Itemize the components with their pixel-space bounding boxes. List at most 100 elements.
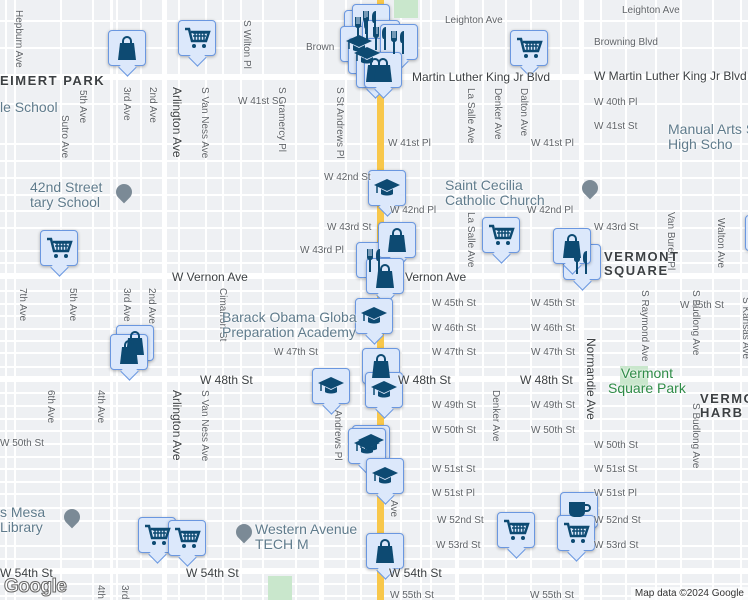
road [579,0,584,600]
cart-icon [517,37,543,58]
street-label: W 51st Pl [594,488,637,499]
bag-icon [376,539,394,563]
street-label: La Salle Ave [465,88,476,144]
street-label: W 49th St [432,400,476,411]
street-label: W 42nd St [324,172,371,183]
library-pin-icon[interactable] [60,505,84,529]
marker-school[interactable] [368,170,406,206]
marker-school[interactable] [348,428,386,464]
cart-icon [47,237,73,258]
street-label: W 43rd St [327,222,372,233]
marker-bag[interactable] [366,533,404,569]
street-label: W 54th St [389,566,442,580]
cart-icon [185,27,211,48]
road [455,0,458,600]
street-label: W 42nd Pl [527,205,574,216]
park-label: Vermont Square Park [608,365,686,396]
bag-icon [388,228,406,252]
road [530,0,532,600]
marker-cart[interactable] [138,517,176,553]
street-label: 3rd [119,585,130,600]
marker-bag[interactable] [378,222,416,258]
street-label: W Martin Luther King Jr Blvd [594,69,747,83]
coffee-icon [569,502,591,517]
street-label: W 55th St [390,590,434,600]
marker-cart[interactable] [557,515,595,551]
street-label: W 48th St [520,373,573,387]
street-label: W 40th Pl [594,97,638,108]
road [262,0,264,600]
road [0,507,748,509]
road [319,0,323,600]
street-label: W 43rd Pl [300,245,344,256]
street-label: 4th Ave [95,585,106,600]
marker-school[interactable] [366,458,404,494]
marker-bag[interactable] [553,228,591,264]
marker-cart[interactable] [497,512,535,548]
marker-cart[interactable] [168,520,206,556]
road [222,0,224,600]
street-label: Andrews Pl [332,410,343,461]
marker-cart[interactable] [482,217,520,253]
road [420,0,422,600]
restaurant-icon [366,249,380,272]
bag-icon [372,354,390,378]
marker-cart[interactable] [40,230,78,266]
road [140,0,142,600]
road [0,520,748,522]
road [712,0,714,600]
school-icon [371,381,397,398]
marker-cart[interactable] [745,215,748,251]
marker-school[interactable] [365,372,403,408]
marker-school[interactable] [355,298,393,334]
street-label: W 52nd St [594,515,641,526]
school-pin-icon[interactable] [232,520,256,544]
street-label: Martin Luther King Jr Blvd [412,70,551,84]
marker-bag[interactable] [364,52,402,88]
street-label: W 51st St [432,464,476,475]
cart-icon [504,519,530,540]
road [0,227,748,229]
marker-bag[interactable] [108,30,146,66]
bag-icon [563,234,581,258]
street-label: 3rd Ave [121,288,132,322]
school-icon [372,467,398,484]
bag-icon [376,264,394,288]
marker-school[interactable] [312,368,350,404]
marker-cart[interactable] [178,20,216,56]
street-label: W 48th St [398,373,451,387]
street-label: W 50th St [594,440,638,451]
street-label: S Gramercy Pl [276,87,287,153]
street-label: S Wilton Pl [241,20,252,69]
cart-icon [564,522,590,543]
road [0,103,748,105]
marker-bag[interactable] [362,348,400,384]
street-label: W 50th St [432,425,476,436]
street-label: W 53rd St [594,540,639,551]
street-label: 2nd Ave [146,288,157,324]
marker-bag[interactable] [110,334,148,370]
marker-restaurant[interactable] [380,24,418,60]
street-label: S Budlong Ave [690,290,701,356]
road [0,493,748,495]
school-icon [354,437,380,454]
marker-coffee[interactable] [560,492,598,528]
street-label: W 49th St [531,400,575,411]
restaurant-icon [390,31,404,54]
street-label: W 45th St [432,298,476,309]
street-label: W 42nd Pl [390,205,437,216]
street-label: S St Andrews Pl [334,87,345,159]
street-label: W 50th St [531,425,575,436]
map-attribution[interactable]: Map data ©2024 Google [630,587,748,600]
street-label: W 43rd St [594,222,639,233]
street-label: W 47th St [274,347,318,358]
marker-cart[interactable] [510,30,548,66]
road [205,0,207,600]
street-label: W 50th St [0,438,44,449]
bag-icon [120,340,138,364]
street-label: Browning Blvd [594,37,658,48]
marker-bag[interactable] [366,258,404,294]
road [0,568,748,574]
google-logo: Google [3,576,67,598]
